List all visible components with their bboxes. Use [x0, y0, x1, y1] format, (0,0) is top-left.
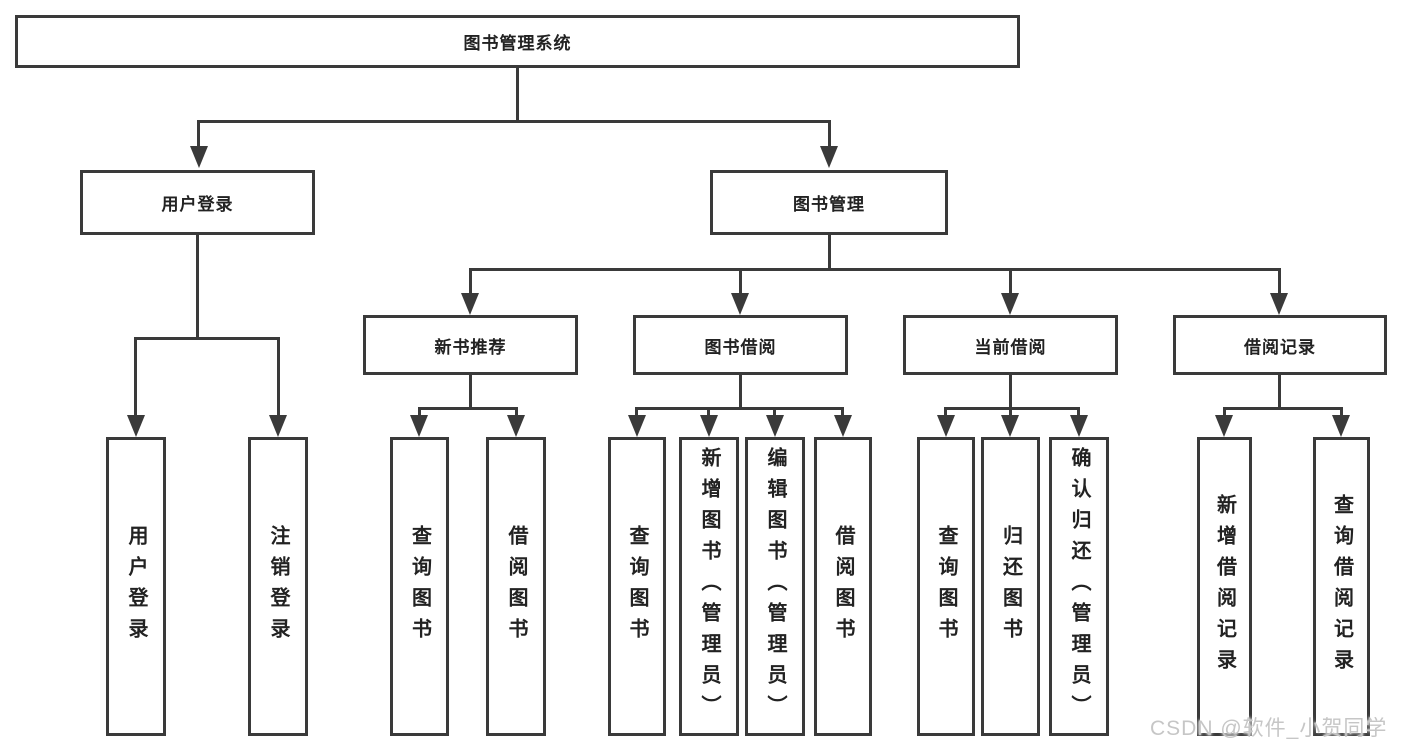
leaf-bb-edit-books-admin-label: 编辑图书（管理员）: [764, 447, 786, 726]
leaf-user-login-label: 用户登录: [125, 524, 147, 649]
connector-arrow-icon: [1215, 415, 1233, 437]
leaf-nb-query-books: 查询图书: [390, 437, 449, 736]
node-book-borrow-label: 图书借阅: [704, 337, 777, 357]
connector-arrow-icon: [1001, 293, 1019, 315]
connector-line: [944, 407, 1080, 410]
connector-line: [134, 337, 137, 419]
node-book-management: 图书管理: [710, 170, 948, 235]
leaf-cb-confirm-return-admin: 确认归还（管理员）: [1049, 437, 1109, 736]
connector-line: [773, 407, 776, 419]
connector-line: [1009, 268, 1012, 296]
leaf-cb-return-books-label: 归还图书: [999, 524, 1022, 649]
connector-line: [1278, 268, 1281, 296]
connector-line: [1340, 407, 1343, 419]
connector-line: [197, 120, 831, 123]
leaf-bb-query-books: 查询图书: [608, 437, 666, 736]
connector-line: [1278, 375, 1281, 410]
node-borrow-records-label: 借阅记录: [1244, 337, 1316, 357]
node-current-borrow: 当前借阅: [903, 315, 1118, 375]
node-user-login-label: 用户登录: [161, 195, 234, 214]
connector-line: [469, 268, 1281, 271]
connector-line: [418, 407, 518, 410]
connector-line: [707, 407, 710, 419]
connector-arrow-icon: [1001, 415, 1019, 437]
connector-line: [635, 407, 843, 410]
node-root: 图书管理系统: [15, 15, 1020, 68]
connector-line: [277, 337, 280, 419]
leaf-logout: 注销登录: [248, 437, 308, 736]
node-root-label: 图书管理系统: [463, 34, 572, 53]
connector-arrow-icon: [628, 415, 646, 437]
node-book-management-label: 图书管理: [793, 195, 865, 214]
node-new-book-recommend-label: 新书推荐: [434, 337, 507, 357]
leaf-bb-add-books-admin: 新增图书（管理员）: [679, 437, 739, 736]
connector-arrow-icon: [410, 415, 428, 437]
csdn-watermark: CSDN @软件_小贺同学: [1150, 717, 1388, 740]
connector-line: [828, 235, 831, 270]
leaf-bb-borrow-books-label: 借阅图书: [832, 524, 854, 649]
leaf-br-query-record-label: 查询借阅记录: [1330, 493, 1353, 680]
leaf-logout-label: 注销登录: [267, 524, 289, 649]
connector-arrow-icon: [700, 415, 718, 437]
connector-arrow-icon: [1070, 415, 1088, 437]
connector-line: [469, 268, 472, 296]
connector-line: [841, 407, 844, 419]
connector-line: [1223, 407, 1343, 410]
connector-arrow-icon: [1270, 293, 1288, 315]
leaf-br-add-record-label: 新增借阅记录: [1213, 493, 1236, 680]
node-book-borrow: 图书借阅: [633, 315, 848, 375]
connector-arrow-icon: [937, 415, 955, 437]
connector-line: [515, 407, 518, 419]
connector-line: [197, 120, 200, 152]
leaf-bb-edit-books-admin: 编辑图书（管理员）: [745, 437, 805, 736]
node-current-borrow-label: 当前借阅: [974, 337, 1047, 357]
connector-line: [1009, 407, 1012, 419]
connector-arrow-icon: [834, 415, 852, 437]
connector-arrow-icon: [269, 415, 287, 437]
connector-line: [828, 120, 831, 152]
connector-line: [1009, 375, 1012, 410]
connector-arrow-icon: [1332, 415, 1350, 437]
connector-line: [739, 268, 742, 296]
leaf-bb-add-books-admin-label: 新增图书（管理员）: [698, 447, 720, 726]
leaf-nb-query-books-label: 查询图书: [408, 524, 431, 649]
leaf-br-query-record: 查询借阅记录: [1313, 437, 1370, 736]
connector-arrow-icon: [507, 415, 525, 437]
connector-line: [134, 337, 280, 340]
connector-line: [1077, 407, 1080, 419]
connector-line: [196, 235, 199, 340]
leaf-cb-return-books: 归还图书: [981, 437, 1040, 736]
leaf-cb-query-books: 查询图书: [917, 437, 975, 736]
connector-line: [1223, 407, 1226, 419]
leaf-bb-query-books-label: 查询图书: [626, 524, 648, 649]
leaf-cb-query-books-label: 查询图书: [935, 524, 957, 649]
leaf-nb-borrow-books-label: 借阅图书: [505, 524, 527, 649]
connector-arrow-icon: [190, 146, 208, 168]
connector-line: [516, 68, 519, 123]
connector-line: [944, 407, 947, 419]
connector-arrow-icon: [766, 415, 784, 437]
node-new-book-recommend: 新书推荐: [363, 315, 578, 375]
leaf-nb-borrow-books: 借阅图书: [486, 437, 546, 736]
leaf-br-add-record: 新增借阅记录: [1197, 437, 1252, 736]
connector-line: [469, 375, 472, 410]
connector-line: [635, 407, 638, 419]
connector-arrow-icon: [731, 293, 749, 315]
leaf-cb-confirm-return-admin-label: 确认归还（管理员）: [1068, 447, 1090, 726]
leaf-user-login: 用户登录: [106, 437, 166, 736]
connector-arrow-icon: [820, 146, 838, 168]
connector-line: [418, 407, 421, 419]
node-borrow-records: 借阅记录: [1173, 315, 1387, 375]
connector-arrow-icon: [461, 293, 479, 315]
leaf-bb-borrow-books: 借阅图书: [814, 437, 872, 736]
connector-arrow-icon: [127, 415, 145, 437]
connector-line: [739, 375, 742, 410]
node-user-login: 用户登录: [80, 170, 315, 235]
